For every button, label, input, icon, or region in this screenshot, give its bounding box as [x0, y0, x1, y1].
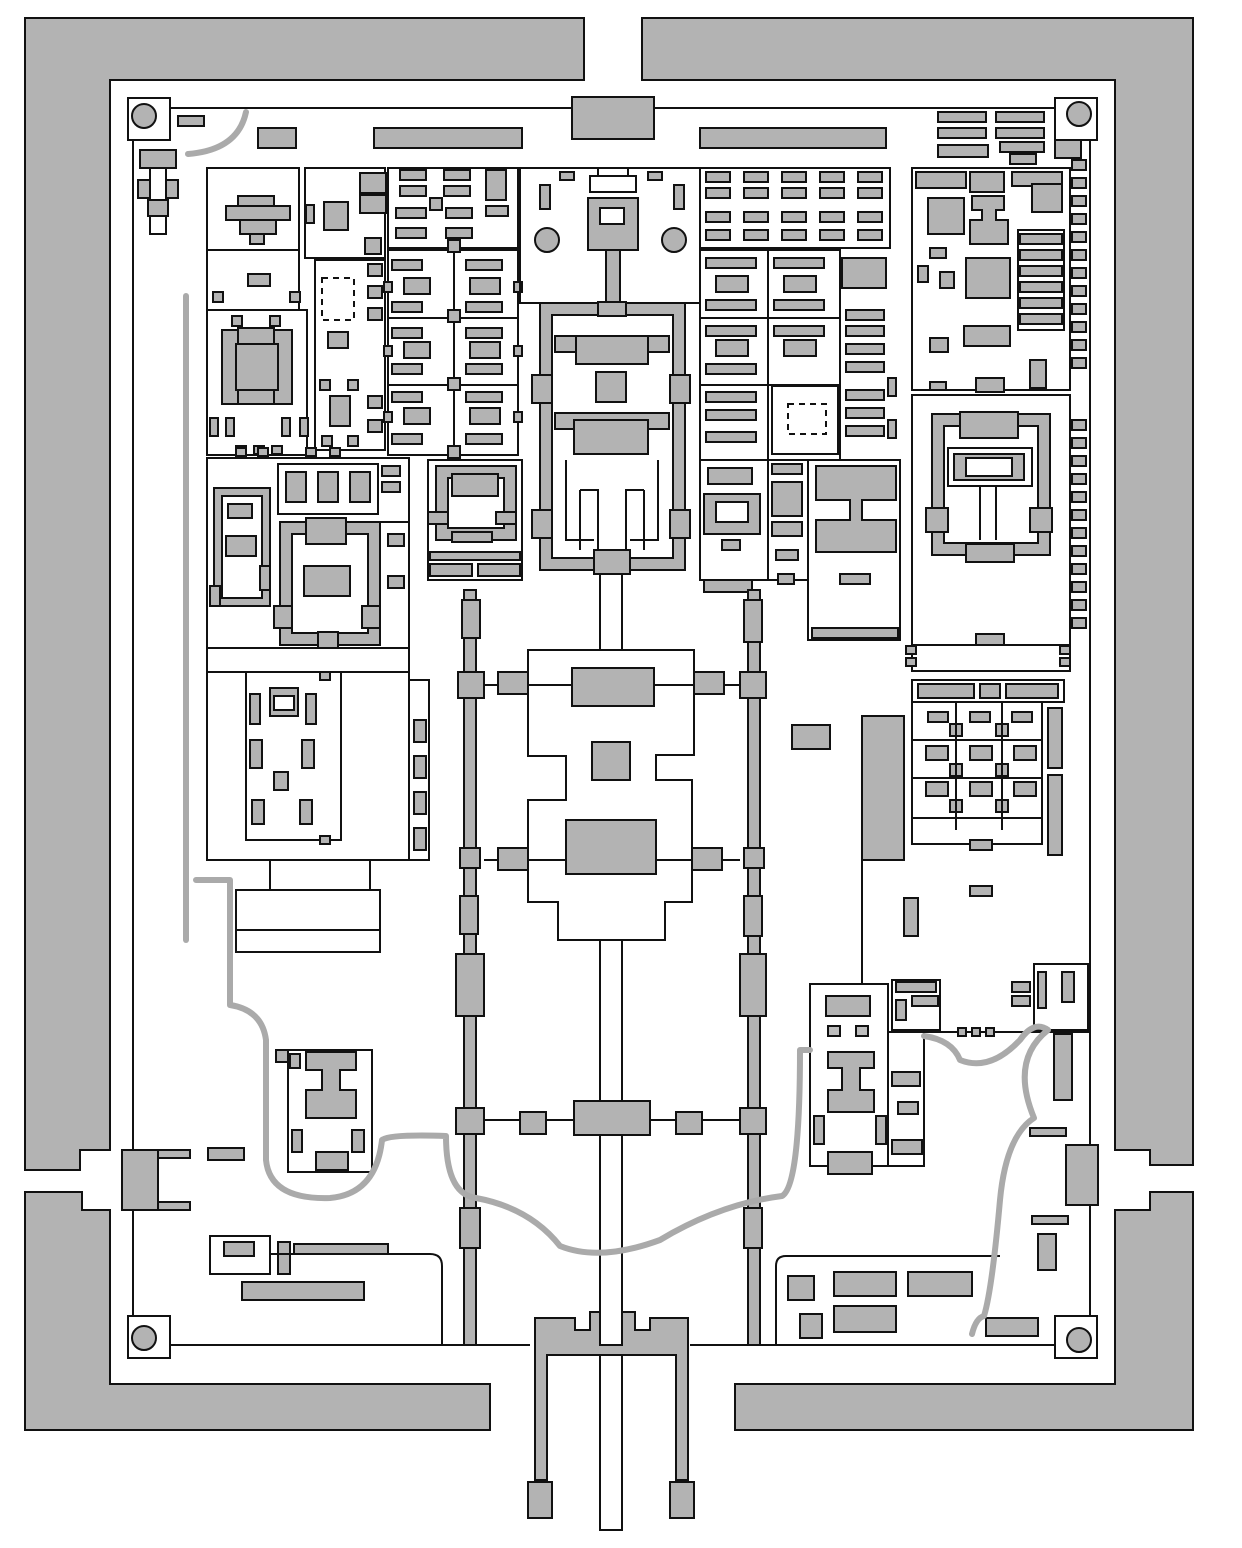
west-gate — [121, 1149, 191, 1211]
eastern-courtyards — [699, 167, 897, 461]
north-gate — [571, 96, 655, 140]
inner-court — [519, 167, 701, 575]
southeast-compounds — [775, 715, 1090, 1345]
outer-moat — [24, 17, 1194, 1431]
moat-northeast — [641, 17, 1194, 1166]
east-gate — [1065, 1144, 1099, 1206]
hall-of-supreme-harmony-terrace — [484, 649, 831, 1136]
moat-southwest — [24, 1191, 491, 1431]
northeast-compound — [911, 159, 1087, 629]
west-middle-compounds — [206, 447, 901, 649]
outer-court-corridors — [455, 573, 767, 1346]
north-strip — [177, 111, 1082, 165]
moat-southeast — [734, 1191, 1194, 1431]
palace-wall — [127, 97, 1098, 1359]
meridian-gate — [527, 1311, 695, 1531]
western-palaces — [206, 167, 309, 456]
inner-golden-water-channel — [183, 109, 1051, 1337]
west-courtyard-grid — [304, 167, 523, 459]
east-palace-complex — [905, 394, 1071, 856]
southwest-compounds — [206, 647, 443, 1345]
moat-northwest — [24, 17, 585, 1171]
northwest-small-building — [137, 149, 179, 235]
